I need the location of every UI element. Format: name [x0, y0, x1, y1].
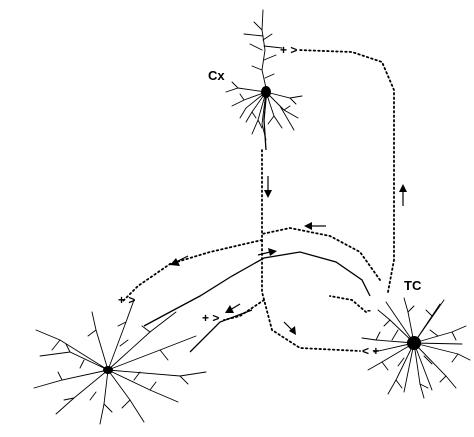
re-from-cx-sign: + > [118, 293, 135, 307]
cx-to-tc-path [261, 239, 361, 352]
cortex-label: Cx [208, 68, 225, 83]
reticular-neuron [33, 299, 253, 425]
cx-apical-branches [243, 21, 283, 79]
re-from-tc-sign: + > [202, 311, 219, 325]
arrow-left-re [170, 255, 189, 266]
arrow-up [399, 184, 407, 206]
re-axon [189, 309, 253, 353]
tc-to-cx-path [297, 49, 395, 293]
arrow-down-left [225, 303, 241, 313]
re-to-tc-path [329, 295, 367, 313]
re-dendrites [33, 299, 207, 425]
tc-label: TC [404, 278, 422, 293]
tc-from-cx-sign: < + [362, 344, 379, 358]
arrow-down [264, 176, 272, 198]
arrow-right-axon [257, 248, 277, 256]
tc-to-re-path [261, 227, 381, 281]
arrow-left-upper [304, 222, 326, 230]
cx-input-sign: + > [280, 43, 297, 57]
arrow-down-right [283, 321, 296, 335]
cx-axon [263, 97, 267, 151]
cortical-pyramidal-neuron [225, 9, 303, 151]
tc-axon [143, 251, 371, 327]
thalamocortical-neuron [361, 297, 471, 399]
re-dendrite-twigs [51, 321, 189, 413]
cx-dendrite-twigs [231, 81, 297, 129]
dotted-projections [121, 49, 395, 352]
cx-to-re-path [121, 239, 263, 303]
cx-apical-dendrite [261, 9, 267, 89]
tc-dendrite-twigs [375, 305, 459, 389]
tc-from-re-sign: - [367, 303, 371, 317]
re-local-path [223, 299, 265, 321]
direction-arrows [170, 176, 407, 335]
